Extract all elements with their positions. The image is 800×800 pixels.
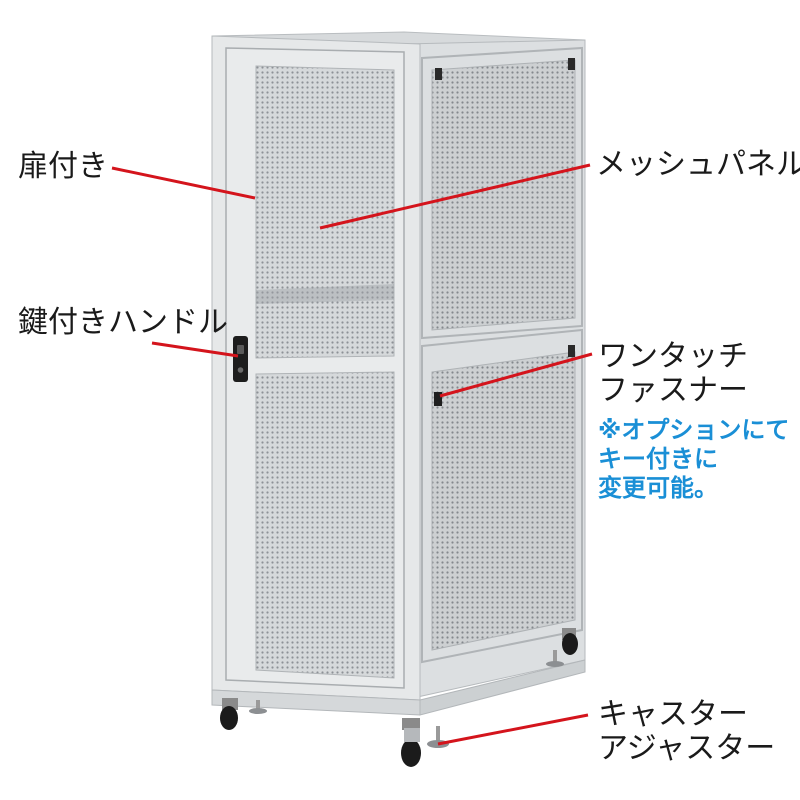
caster-wheel (401, 718, 421, 767)
leveling-adjuster (249, 700, 267, 714)
fastener-knob (568, 345, 575, 357)
leader-line-door (111, 166, 256, 200)
option-note-line2: キー付きに (598, 445, 718, 473)
callout-mesh-panel: メッシュパネル (596, 147, 800, 182)
door-upper-mesh (255, 65, 395, 359)
callout-caster-line2: アジャスター (598, 731, 776, 766)
option-note-line3: 変更可能。 (598, 474, 718, 502)
leveling-adjuster (546, 650, 564, 667)
leveling-adjuster (427, 726, 449, 748)
fastener-knob (434, 392, 442, 406)
callout-fastener-line1: ワンタッチ (598, 339, 748, 374)
callout-caster-line1: キャスター (598, 697, 748, 732)
leader-line-fastener (439, 352, 593, 398)
callout-fastener-line2: ファスナー (598, 373, 748, 408)
lock-handle (233, 336, 248, 382)
side-lower-mesh-panel (431, 351, 576, 651)
callout-door: 扉付き (18, 149, 108, 184)
fastener-knob (568, 58, 575, 70)
fastener-knob (435, 68, 442, 80)
option-note-line1: ※オプションにて (598, 416, 790, 444)
option-note: ※オプションにて キー付きに 変更可能。 (598, 416, 789, 503)
door-lower-mesh (255, 371, 395, 679)
leader-line-mesh (319, 163, 591, 230)
leader-line-caster (437, 713, 589, 746)
caster-wheel (562, 628, 578, 655)
side-upper-mesh-panel (431, 59, 576, 331)
leader-line-handle (151, 341, 239, 358)
caster-wheel (220, 698, 238, 730)
callout-lock-handle: 鍵付きハンドル (18, 305, 228, 340)
